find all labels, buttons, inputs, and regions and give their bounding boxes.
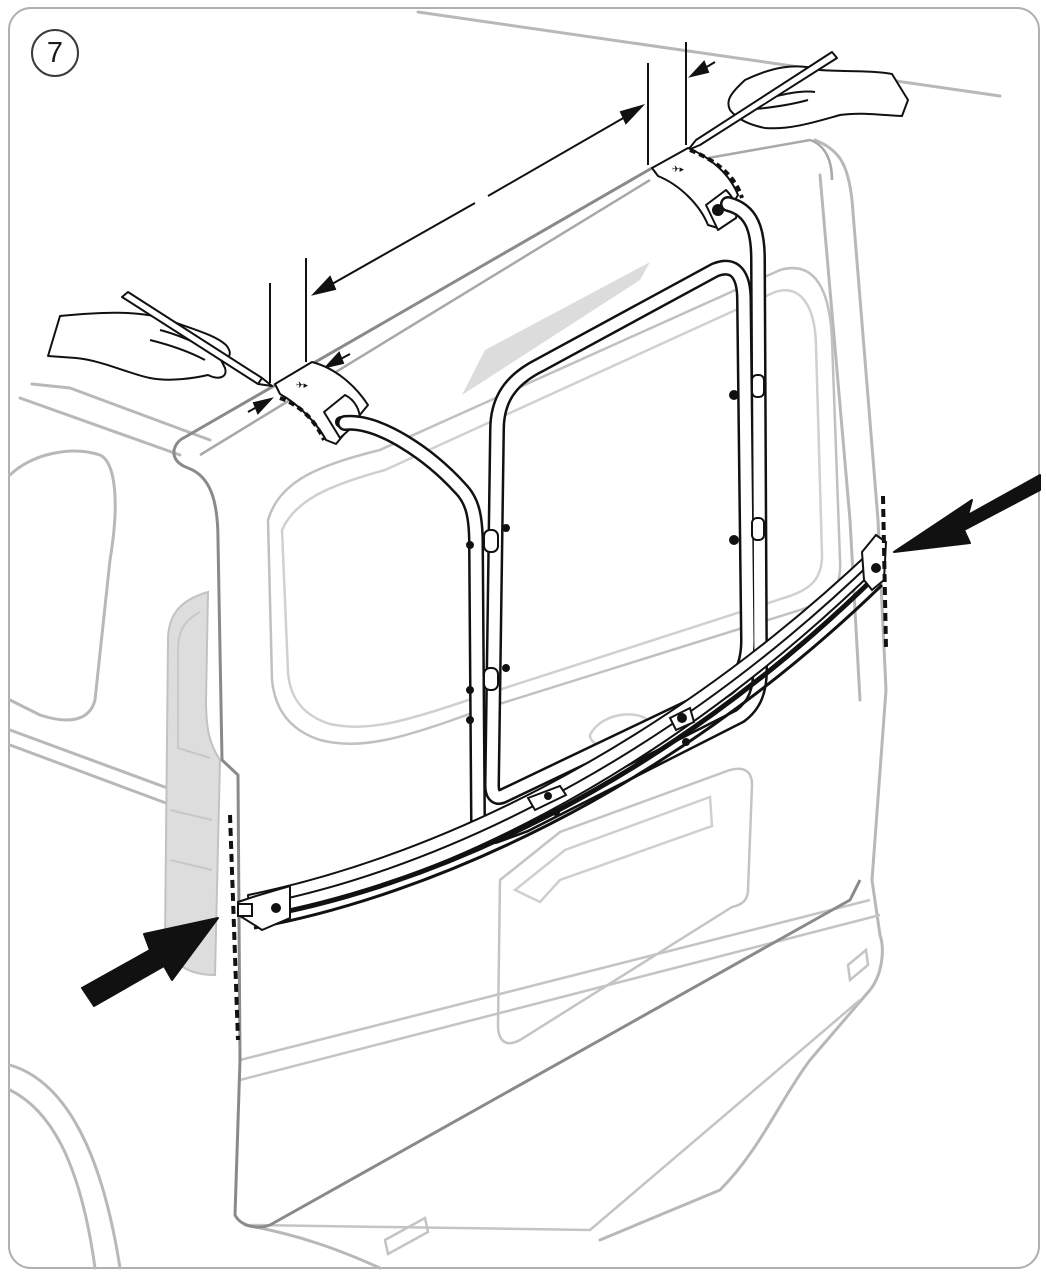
van-body (8, 10, 1002, 1270)
dimension-guides (269, 42, 687, 383)
rail-mid-clamps (526, 706, 696, 816)
tail-light (163, 590, 222, 977)
rear-bumper (239, 898, 881, 1256)
small-arrows (247, 60, 716, 415)
svg-text:✈▸: ✈▸ (296, 380, 309, 390)
tailgate-outline (172, 166, 862, 1229)
tailgate-inner (199, 138, 834, 457)
right-hand-with-pencil-icon (687, 51, 909, 151)
left-rail-bracket (236, 884, 291, 932)
frame-border (8, 7, 1040, 1269)
right-roof-bracket: ✈▸ (651, 147, 739, 231)
left-bracket-dashed-mark (279, 396, 326, 441)
svg-text:✈▸: ✈▸ (672, 164, 685, 174)
step-number: 7 (46, 36, 64, 69)
left-edge-dashed-line (228, 814, 240, 1041)
step-number-badge: 7 (31, 29, 79, 77)
left-push-arrow-icon (81, 917, 219, 1007)
rack-frame (337, 196, 768, 844)
right-push-arrow-icon (893, 474, 1041, 553)
tube-clamps (466, 374, 765, 724)
left-hand-with-pencil-icon (47, 291, 273, 387)
window-reflection (462, 262, 650, 395)
cross-rail (247, 549, 884, 930)
distance-arrow (310, 104, 646, 296)
